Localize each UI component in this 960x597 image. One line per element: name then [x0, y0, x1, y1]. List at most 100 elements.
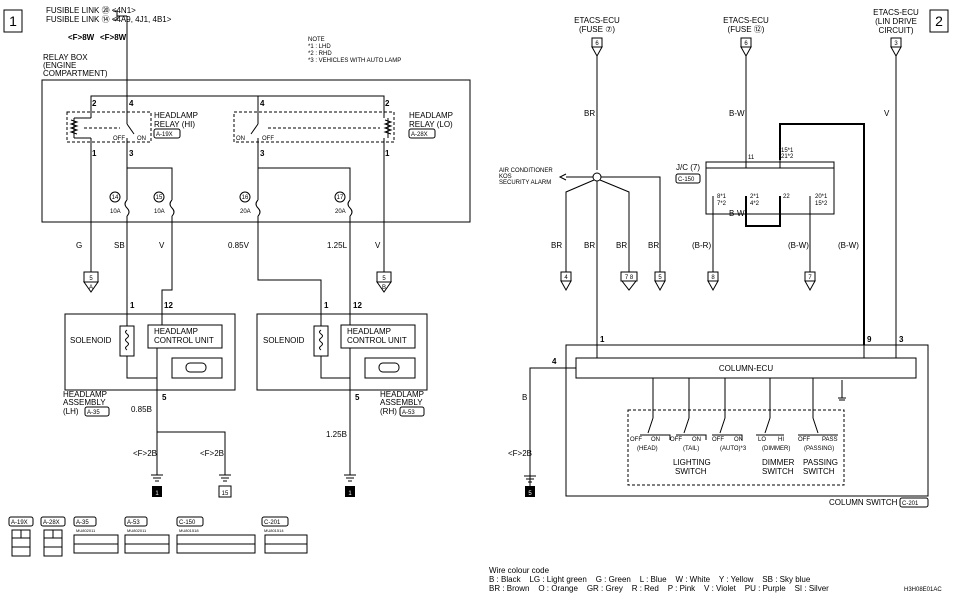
lh-connector: A-35 [87, 410, 100, 416]
rh-hcu-label-1: HEADLAMP [347, 327, 391, 336]
wire-b: B [522, 393, 527, 402]
legend-line-1: B : Black LG : Light green G : Green L :… [489, 575, 811, 584]
svg-text:5: 5 [382, 276, 386, 282]
branch-connector-7g: 7 [804, 271, 816, 292]
branch-connector-5e: 5 [654, 271, 666, 292]
svg-text:6: 6 [744, 41, 748, 47]
connector-top-3: 3 [890, 37, 902, 58]
svg-text:15: 15 [156, 195, 163, 201]
relay-lo-pin-3: 3 [260, 149, 265, 158]
svg-text:1: 1 [348, 491, 352, 497]
relay-box [41, 79, 471, 223]
relay-lo-pin-4: 4 [260, 99, 265, 108]
svg-text:B: B [382, 285, 386, 291]
svg-text:7: 7 [808, 275, 812, 281]
svg-text:4: 4 [564, 275, 568, 281]
lh-pin-1: 1 [130, 301, 135, 310]
relay-lo-label-1: HEADLAMP [409, 111, 453, 120]
ground-f2b-2: <F>2B [200, 449, 224, 458]
jc-pin-21: 21*2 [781, 154, 794, 160]
security-label: SECURITY ALARM [499, 180, 551, 186]
switch-group [627, 409, 845, 486]
column-switch-label: COLUMN SWITCH [829, 498, 898, 507]
connector-a35: A-35 MU802011 [73, 516, 119, 554]
sw-tail-off: OFF [670, 437, 682, 443]
note-1: *1 : LHD [308, 44, 331, 50]
sw-head-label: (HEAD) [637, 446, 658, 452]
connector-c201: C-201 MU801514 [261, 516, 308, 554]
lin-drive-label-2: CIRCUIT) [878, 26, 913, 35]
fuse-15: 15 10A [153, 191, 175, 217]
relay-lo-connector: A-28X [411, 132, 428, 138]
note-title: NOTE [308, 37, 325, 43]
rh-pin-12: 12 [353, 301, 362, 310]
sw-auto-on: ON [734, 437, 743, 443]
svg-text:3: 3 [894, 41, 898, 47]
branch-wire-br-paren: (B-R) [692, 241, 711, 250]
jc-pin-2: 2*1 [750, 194, 760, 200]
jc-pin-7: 7*2 [717, 201, 727, 207]
passing-switch-label-1: PASSING [803, 458, 838, 467]
note-2: *2 : RHD [308, 51, 332, 57]
ground-point-1b [345, 486, 355, 497]
relay-hi-pin-1: 1 [92, 149, 97, 158]
branch-wire-br-3: BR [616, 241, 627, 250]
lighting-switch-label-1: LIGHTING [673, 458, 711, 467]
column-ecu-label: COLUMN-ECU [719, 364, 773, 373]
off-sheet-5a: 5 A [83, 271, 99, 293]
jc-pin-20: 20*1 [815, 194, 828, 200]
relay-box-label-1: RELAY BOX [43, 53, 88, 62]
jc-pin-15b: 15*2 [815, 201, 828, 207]
sheet-1-number: 1 [9, 13, 17, 29]
connector-a53: A-53 MU802011 [124, 516, 170, 554]
col-pin-1: 1 [600, 335, 605, 344]
svg-text:20A: 20A [335, 209, 346, 215]
jc-connector: C-150 [678, 177, 695, 183]
ground-point-15 [218, 485, 232, 498]
svg-text:A-19X: A-19X [11, 520, 28, 526]
sw-dimmer-label: (DIMMER) [762, 446, 790, 452]
lh-assy-label-2: ASSEMBLY [63, 398, 106, 407]
ground-f2b-1: <F>2B [133, 449, 157, 458]
col-pin-9: 9 [867, 335, 872, 344]
wire-125b: 1.25B [326, 430, 347, 439]
fuse-16: 16 20A [239, 191, 261, 217]
fusible-link-1-label: FUSIBLE LINK ⑳ <4N1> [46, 6, 136, 15]
sw-dimmer-hi: HI [778, 437, 784, 443]
rh-pin-1: 1 [324, 301, 329, 310]
lh-pin-12: 12 [164, 301, 173, 310]
lin-drive-label-1: (LIN DRIVE [875, 17, 917, 26]
kos-label: KOS [499, 174, 512, 180]
relay-lo-off: OFF [262, 136, 274, 142]
dimmer-switch-label-2: SWITCH [762, 467, 794, 476]
relay-lo-pin-2: 2 [385, 99, 390, 108]
rh-solenoid-label: SOLENOID [263, 336, 305, 345]
svg-text:5: 5 [658, 275, 662, 281]
svg-text:1: 1 [155, 491, 159, 497]
sheet-1-box [3, 9, 23, 33]
svg-text:16: 16 [242, 195, 249, 201]
svg-text:C-150: C-150 [179, 520, 196, 526]
svg-text:5: 5 [89, 276, 93, 282]
sheet-2-number: 2 [935, 13, 943, 29]
connector-c150: C-150 MU801518 [176, 516, 256, 554]
svg-text:17: 17 [337, 195, 344, 201]
fuse-7-label: (FUSE ⑦) [579, 25, 615, 34]
rh-pin-5: 5 [355, 393, 360, 402]
sw-dimmer-lo: LO [758, 437, 766, 443]
ground-f2b-3: <F>2B [508, 449, 532, 458]
svg-text:8: 8 [711, 275, 715, 281]
jc-wire-bw: B-W [729, 209, 745, 218]
sw-auto-label: (AUTO)*3 [720, 446, 747, 452]
relay-lo-pin-1: 1 [385, 149, 390, 158]
sw-head-on: ON [651, 437, 660, 443]
svg-text:20A: 20A [240, 209, 251, 215]
etacs-label-2: ETACS-ECU [723, 16, 769, 25]
branch-wire-br-1: BR [551, 241, 562, 250]
etacs-label-1: ETACS-ECU [574, 16, 620, 25]
wire-v: V [159, 241, 165, 250]
rh-assy-label-2: ASSEMBLY [380, 398, 423, 407]
relay-lo-on: ON [236, 136, 245, 142]
jc-label: J/C (7) [676, 163, 700, 172]
